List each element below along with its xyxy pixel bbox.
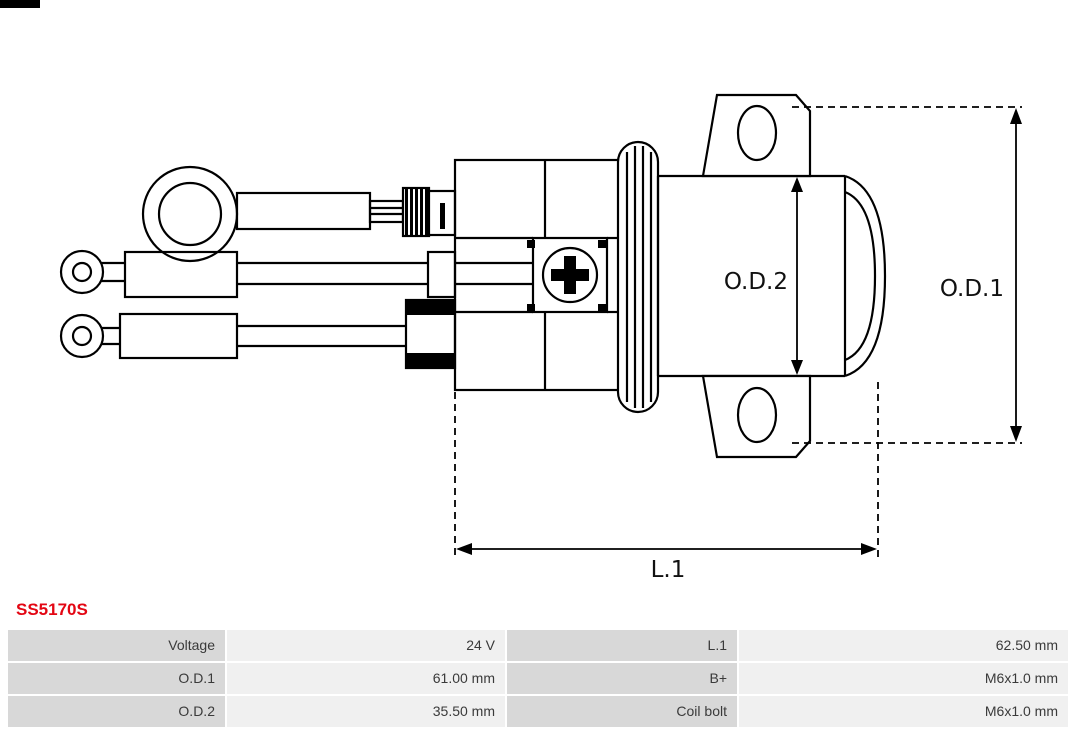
pull-ring-inner [157, 181, 223, 247]
spec-value-coil-bolt: M6x1.0 mm [739, 696, 1068, 727]
spec-label-bplus: B+ [507, 663, 737, 694]
flange-plate [616, 140, 660, 414]
coil-bolt-screw [527, 236, 609, 314]
dimension-od2: O.D.2 [724, 177, 803, 375]
spec-label-coil-bolt: Coil bolt [507, 696, 737, 727]
logo-fragment [0, 0, 40, 8]
spec-value-voltage: 24 V [227, 630, 505, 661]
dimension-label-od1: O.D.1 [940, 276, 1004, 302]
pull-ring-outer [141, 165, 239, 263]
spec-value-od1: 61.00 mm [227, 663, 505, 694]
spec-value-l1: 62.50 mm [739, 630, 1068, 661]
dimension-label-od2: O.D.2 [724, 269, 788, 295]
dimension-od1: O.D.1 [792, 106, 1022, 444]
dimension-l1: L.1 [454, 382, 879, 583]
spec-value-od2: 35.50 mm [227, 696, 505, 727]
mounting-brackets [701, 93, 812, 459]
technical-drawing: O.D.2 O.D.1 L.1 [59, 93, 1022, 583]
spec-label-od2: O.D.2 [8, 696, 225, 727]
part-number: SS5170S [16, 600, 88, 619]
spec-label-voltage: Voltage [8, 630, 225, 661]
spec-label-l1: L.1 [507, 630, 737, 661]
dimension-label-l1: L.1 [651, 557, 686, 583]
wires-and-terminals [59, 165, 533, 370]
spec-table: Voltage 24 V L.1 62.50 mm O.D.1 61.00 mm… [8, 630, 1068, 727]
spec-value-bplus: M6x1.0 mm [739, 663, 1068, 694]
spec-label-od1: O.D.1 [8, 663, 225, 694]
